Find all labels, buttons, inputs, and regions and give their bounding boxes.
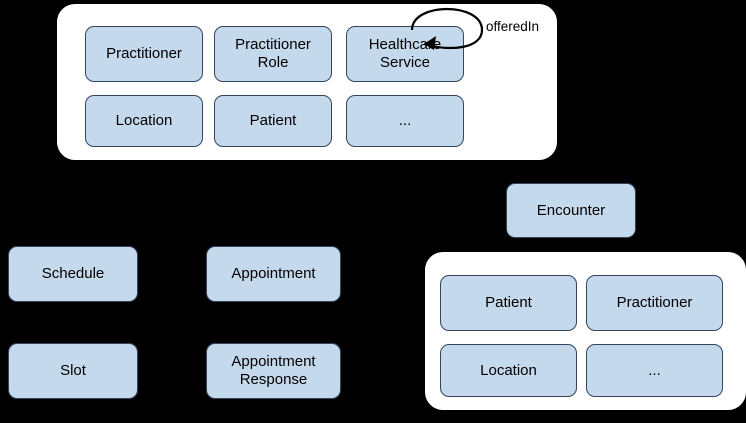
node-slot[interactable]: Slot (8, 343, 138, 399)
node-schedule[interactable]: Schedule (8, 246, 138, 302)
node-ellipsis[interactable]: ... (346, 95, 464, 147)
node-encounter[interactable]: Encounter (506, 183, 636, 238)
node-encounter-ellipsis[interactable]: ... (586, 344, 723, 397)
node-patient[interactable]: Patient (214, 95, 332, 147)
node-practitioner-role[interactable]: Practitioner Role (214, 26, 332, 82)
offered-in-label: offeredIn (486, 19, 540, 34)
node-appointment-response[interactable]: Appointment Response (206, 343, 341, 399)
node-healthcare-service[interactable]: Healthcare Service (346, 26, 464, 82)
node-appointment[interactable]: Appointment (206, 246, 341, 302)
node-location[interactable]: Location (85, 95, 203, 147)
node-encounter-location[interactable]: Location (440, 344, 577, 397)
node-encounter-patient[interactable]: Patient (440, 275, 577, 331)
node-practitioner[interactable]: Practitioner (85, 26, 203, 82)
node-encounter-practitioner[interactable]: Practitioner (586, 275, 723, 331)
